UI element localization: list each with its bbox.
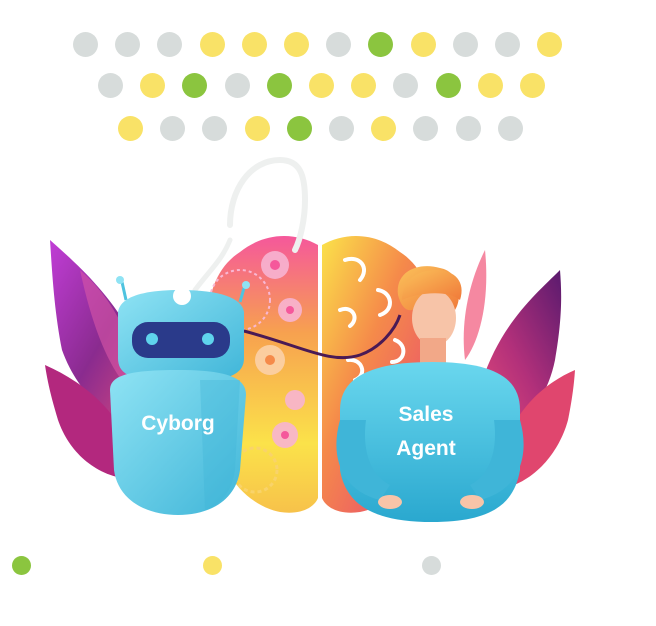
decor-dot-green bbox=[368, 32, 394, 57]
decor-dot-yellow bbox=[140, 73, 166, 98]
decor-dot-gray bbox=[160, 116, 186, 141]
thought-arc bbox=[227, 156, 309, 253]
decor-dot-gray bbox=[224, 73, 250, 98]
decor-dot-gray bbox=[455, 116, 481, 141]
decor-dot-yellow bbox=[244, 116, 270, 141]
decor-dot-gray bbox=[497, 116, 523, 141]
legend-dot-green bbox=[12, 556, 31, 575]
decor-dot-yellow bbox=[410, 32, 436, 57]
decor-dot-gray bbox=[157, 32, 183, 57]
dot-grid bbox=[0, 0, 656, 160]
decor-dot-gray bbox=[73, 32, 98, 57]
decor-dot-green bbox=[435, 73, 461, 98]
decor-dot-yellow bbox=[199, 32, 225, 57]
decor-dot-gray bbox=[115, 32, 141, 57]
decor-dot-gray bbox=[202, 116, 228, 141]
decor-dot-yellow bbox=[371, 116, 397, 141]
decor-dot-green bbox=[266, 73, 292, 98]
decor-dot-gray bbox=[495, 32, 520, 57]
decor-dot-yellow bbox=[520, 73, 545, 98]
decor-dot-gray bbox=[326, 32, 352, 57]
decor-dot-green bbox=[286, 116, 312, 141]
legend-dot-gray bbox=[422, 556, 441, 575]
cyborg-label: Cyborg bbox=[141, 412, 215, 435]
connection-line bbox=[192, 237, 233, 293]
sales-agent-label-line2: Agent bbox=[396, 437, 456, 460]
sales-agent-person: Sales Agent bbox=[336, 266, 524, 522]
decor-dot-gray bbox=[413, 116, 439, 141]
legend-dot-yellow bbox=[203, 556, 222, 575]
decor-dot-yellow bbox=[351, 73, 377, 98]
decor-dot-green bbox=[182, 73, 208, 98]
connection-cable bbox=[239, 314, 402, 360]
decor-dot-yellow bbox=[118, 116, 143, 141]
sales-agent-label-line1: Sales bbox=[399, 403, 454, 426]
decor-dot-gray bbox=[329, 116, 354, 141]
decor-dot-gray bbox=[452, 32, 478, 57]
decor-dot-yellow bbox=[284, 32, 309, 57]
decor-dot-yellow bbox=[537, 32, 563, 57]
cyborg-robot: Cyborg bbox=[110, 276, 250, 515]
decor-dot-yellow bbox=[241, 32, 267, 57]
decor-dot-yellow bbox=[309, 73, 334, 98]
decor-dot-gray bbox=[393, 73, 419, 98]
decor-dot-yellow bbox=[477, 73, 503, 98]
decor-dot-gray bbox=[98, 73, 123, 98]
